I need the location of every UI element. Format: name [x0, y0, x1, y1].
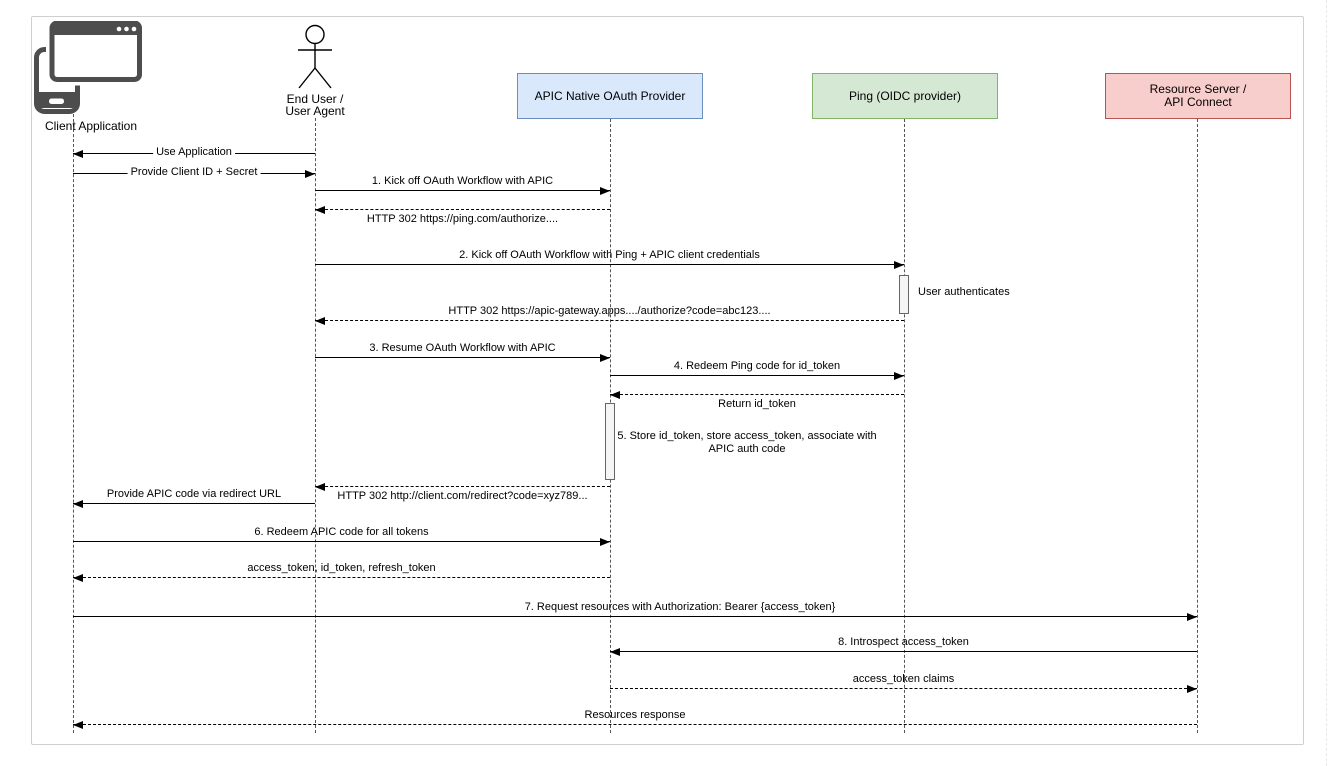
user-authenticates-note: User authenticates — [918, 286, 1010, 299]
participant-label-client-application: Client Application — [44, 119, 138, 133]
message-label-use-application: Use Application — [153, 146, 235, 159]
message-label-provide-apic-code: Provide APIC code via redirect URL — [106, 488, 282, 500]
message-line-http302-ping — [315, 209, 610, 210]
message-arrowhead-token-claims — [1187, 684, 1197, 693]
apic-store-tokens-activation — [605, 403, 615, 480]
message-arrowhead-redeem-ping-code — [894, 371, 904, 380]
message-line-tokens-response — [73, 577, 610, 578]
participant-label-line: API Connect — [1164, 95, 1232, 109]
message-arrowhead-redeem-apic-code — [600, 537, 610, 546]
participant-box-apic: APIC Native OAuth Provider — [517, 73, 703, 119]
message-label-kickoff-oauth-apic: 1. Kick off OAuth Workflow with APIC — [371, 175, 554, 187]
message-label-http302-client: HTTP 302 http://client.com/redirect?code… — [337, 490, 588, 502]
participant-label-apic: APIC Native OAuth Provider — [534, 88, 686, 103]
participant-label-line: User Agent — [285, 104, 345, 118]
message-label-provide-credentials: Provide Client ID + Secret — [127, 166, 261, 179]
lifeline-ping — [904, 119, 905, 733]
client-device-icon — [34, 17, 146, 114]
participant-label-end-user: End User / User Agent — [260, 93, 370, 117]
participant-box-ping: Ping (OIDC provider) — [812, 73, 998, 119]
message-arrowhead-use-application — [73, 149, 83, 158]
message-line-request-resources — [73, 616, 1197, 617]
message-line-http302-client — [315, 486, 610, 487]
message-label-request-resources: 7. Request resources with Authorization:… — [524, 601, 836, 613]
message-line-provide-apic-code — [73, 503, 315, 504]
message-line-token-claims — [610, 688, 1197, 689]
message-line-resources-response — [73, 724, 1197, 725]
message-line-resume-oauth-apic — [315, 357, 610, 358]
message-arrowhead-resources-response — [73, 720, 83, 729]
message-line-redeem-apic-code — [73, 541, 610, 542]
participant-box-resource: Resource Server / API Connect — [1105, 73, 1291, 119]
message-label-redeem-apic-code: 6. Redeem APIC code for all tokens — [254, 526, 429, 538]
note-line: APIC auth code — [708, 443, 786, 455]
ping-user-auth-activation — [899, 275, 909, 314]
page-break-line — [1326, 0, 1327, 766]
message-line-http302-apic-gateway — [315, 320, 904, 321]
participant-label-line: Resource Server / — [1149, 82, 1247, 96]
message-line-redeem-ping-code — [610, 375, 904, 376]
message-label-tokens-response: access_token, id_token, refresh_token — [247, 562, 436, 574]
participant-label-resource: Resource Server / API Connect — [1150, 83, 1247, 109]
lifeline-client — [73, 114, 74, 733]
participant-label-ping: Ping (OIDC provider) — [848, 88, 962, 103]
message-arrowhead-http302-client — [315, 482, 325, 491]
message-line-return-id-token — [610, 394, 904, 395]
message-arrowhead-http302-ping — [315, 205, 325, 214]
message-arrowhead-return-id-token — [610, 390, 620, 399]
message-arrowhead-tokens-response — [73, 573, 83, 582]
participant-end-user — [294, 24, 336, 92]
note-line: User authenticates — [918, 286, 1010, 298]
message-arrowhead-introspect-token — [610, 647, 620, 656]
page-border — [31, 16, 1304, 745]
message-arrowhead-provide-credentials — [305, 169, 315, 178]
message-label-http302-apic-gateway: HTTP 302 https://apic-gateway.apps..../a… — [448, 305, 771, 317]
lifeline-end-user — [315, 118, 316, 733]
participant-label-line: End User / — [286, 92, 344, 106]
store-tokens-note: 5. Store id_token, store access_token, a… — [617, 430, 876, 456]
message-line-kickoff-oauth-ping — [315, 264, 904, 265]
message-label-return-id-token: Return id_token — [718, 398, 796, 410]
message-line-kickoff-oauth-apic — [315, 190, 610, 191]
message-arrowhead-kickoff-oauth-ping — [894, 260, 904, 269]
message-arrowhead-kickoff-oauth-apic — [600, 186, 610, 195]
person-actor-icon — [298, 24, 332, 89]
message-label-redeem-ping-code: 4. Redeem Ping code for id_token — [673, 360, 841, 372]
message-label-resume-oauth-apic: 3. Resume OAuth Workflow with APIC — [369, 342, 556, 354]
message-label-http302-ping: HTTP 302 https://ping.com/authorize.... — [366, 213, 559, 225]
message-arrowhead-request-resources — [1187, 612, 1197, 621]
participant-client-application — [33, 17, 146, 115]
message-label-token-claims: access_token claims — [852, 673, 955, 685]
lifeline-resource — [1197, 119, 1198, 733]
message-label-introspect-token: 8. Introspect access_token — [838, 636, 969, 648]
message-arrowhead-http302-apic-gateway — [315, 316, 325, 325]
note-line: 5. Store id_token, store access_token, a… — [617, 430, 877, 442]
message-arrowhead-resume-oauth-apic — [600, 353, 610, 362]
message-line-introspect-token — [610, 651, 1197, 652]
message-arrowhead-provide-apic-code — [73, 499, 83, 508]
message-label-resources-response: Resources response — [584, 709, 686, 721]
message-label-kickoff-oauth-ping: 2. Kick off OAuth Workflow with Ping + A… — [459, 249, 760, 261]
